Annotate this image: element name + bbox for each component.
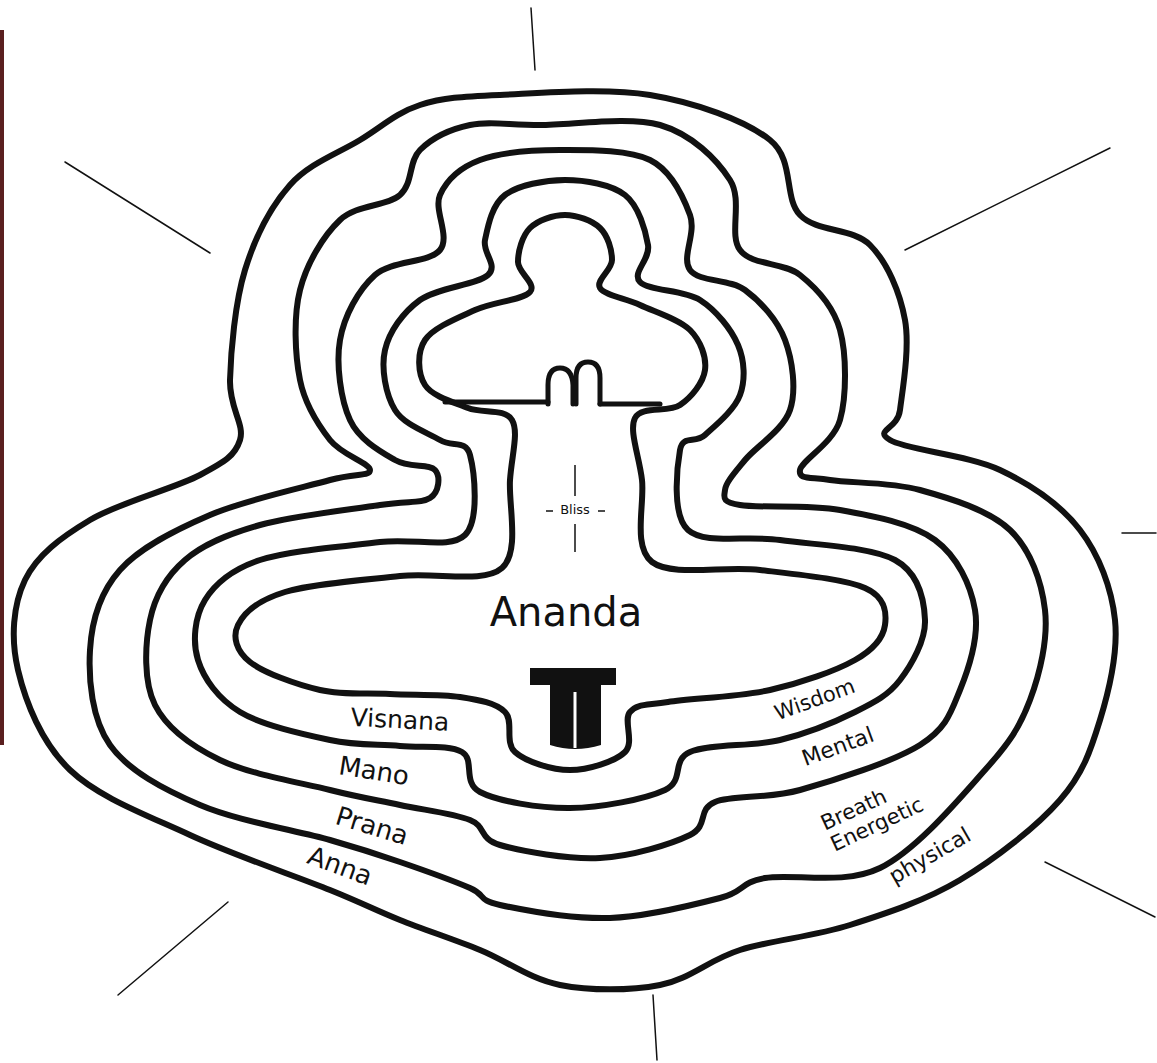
sheath-line	[195, 180, 925, 808]
sheath-line	[146, 150, 976, 858]
praying-hands	[445, 362, 660, 404]
kosha-sheath: AnandaBlissVisnanaWisdom	[178, 160, 945, 828]
kosha-name: Ananda	[490, 590, 642, 634]
kosha-name: Visnana	[350, 704, 450, 737]
radiance-rays	[65, 8, 1156, 1060]
kosha-sheath: AnandaBlissVisnanaWisdomManoMentalPranaB…	[70, 105, 1065, 938]
sheath-outline	[178, 160, 945, 828]
feet-symbol	[530, 668, 616, 749]
kosha-name: Mano	[337, 751, 411, 790]
sheath-line	[235, 215, 885, 770]
bliss-ticks	[546, 465, 605, 552]
kosha-sheath: AnandaBlissVisnanaWisdomManoMentalPranaB…	[0, 75, 1135, 1005]
kosha-sheath: AnandaBlissVisnanaWisdomManoMental	[130, 130, 995, 878]
sheath-line	[14, 91, 1116, 989]
kosha-meaning: Bliss	[560, 503, 590, 517]
edge-strip	[0, 30, 4, 745]
sheath-line	[90, 121, 1046, 918]
